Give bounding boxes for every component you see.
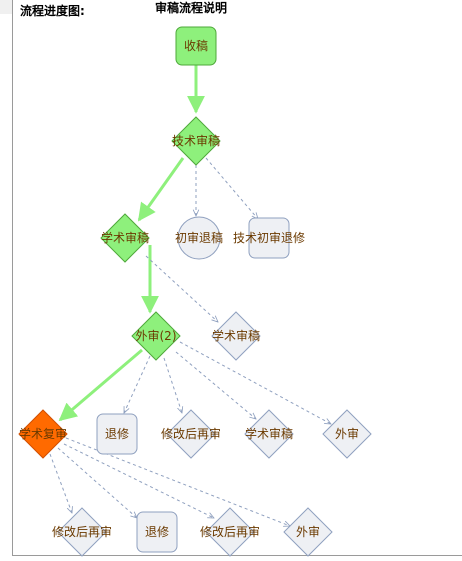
node-revised-rereview-1[interactable]: 修改后再审 (161, 409, 221, 459)
node-label: 外审(2) (136, 328, 177, 343)
edge-academic_recheck-to-revised_rereview_2 (49, 453, 72, 513)
edge-tech_review-to-tech_initial_return_revise (205, 157, 258, 219)
progress-chart-title: 流程进度图: (20, 4, 85, 18)
node-initial-return[interactable]: 初审退稿 (175, 216, 223, 260)
node-label: 外审 (335, 426, 359, 441)
node-return-revise-2[interactable]: 退修 (136, 511, 178, 553)
node-shape (57, 507, 107, 557)
node-label: 学术复审 (19, 426, 67, 441)
edge-academic_recheck-to-external_review_3 (65, 437, 290, 526)
node-shape (322, 409, 372, 459)
edge-academic_recheck-to-return_revise_2 (57, 447, 137, 518)
edge-external_review-to-revised_rereview_1 (163, 357, 182, 413)
edge-external_review-to-academic_recheck (58, 348, 143, 422)
node-shape (211, 311, 261, 361)
node-shape (244, 409, 294, 459)
node-shape (177, 216, 221, 260)
edge-external_review-to-academic_review_3 (175, 351, 256, 419)
node-label: 外审 (296, 524, 320, 539)
edge-tech_review-to-academic_review (137, 157, 185, 222)
node-academic-review-2[interactable]: 学术审稿 (211, 311, 261, 361)
flow-panel (12, 0, 462, 556)
node-shape (100, 213, 150, 263)
node-academic-recheck[interactable]: 学术复审 (18, 409, 68, 459)
node-label: 修改后再审 (52, 524, 112, 539)
review-process-description-link[interactable]: 审稿流程说明 (155, 1, 228, 15)
edge-external_review-to-return_revise_1 (123, 355, 151, 413)
node-label: 学术审稿 (212, 328, 260, 343)
node-revised-rereview-3[interactable]: 修改后再审 (200, 507, 260, 557)
node-shape (96, 413, 138, 455)
node-label: 学术审稿 (245, 426, 293, 441)
node-return-revise-1[interactable]: 退修 (96, 413, 138, 455)
node-label: 收稿 (184, 38, 208, 53)
node-label: 退修 (145, 524, 169, 539)
node-shape (131, 311, 181, 361)
edge-academic_review-to-academic_review_2 (145, 255, 218, 322)
node-academic-review-3[interactable]: 学术审稿 (244, 409, 294, 459)
node-label: 修改后再审 (200, 524, 260, 539)
node-shape (18, 409, 68, 459)
node-label: 修改后再审 (161, 426, 221, 441)
edge-academic_recheck-to-revised_rereview_3 (63, 443, 214, 518)
node-external-review[interactable]: 外审(2) (131, 311, 181, 361)
node-shape (283, 507, 333, 557)
node-external-review-2[interactable]: 外审 (322, 409, 372, 459)
node-label: 技术初审退修 (233, 230, 305, 245)
node-shape (248, 217, 290, 259)
node-received[interactable]: 收稿 (175, 26, 217, 66)
node-academic-review[interactable]: 学术审稿 (100, 213, 150, 263)
node-tech-initial-return-revise[interactable]: 技术初审退修 (233, 217, 305, 259)
node-shape (205, 507, 255, 557)
node-revised-rereview-2[interactable]: 修改后再审 (52, 507, 112, 557)
node-shape (171, 116, 221, 166)
node-tech-review[interactable]: 技术审稿 (171, 116, 221, 166)
description-box (148, 0, 386, 14)
node-label: 技术审稿 (172, 133, 220, 148)
node-label: 学术审稿 (101, 230, 149, 245)
node-external-review-3[interactable]: 外审 (283, 507, 333, 557)
node-label: 退修 (105, 426, 129, 441)
node-label: 初审退稿 (175, 230, 223, 245)
node-shape (166, 409, 216, 459)
edge-external_review-to-external_review_2 (179, 341, 331, 424)
node-shape (175, 26, 217, 66)
node-shape (136, 511, 178, 553)
